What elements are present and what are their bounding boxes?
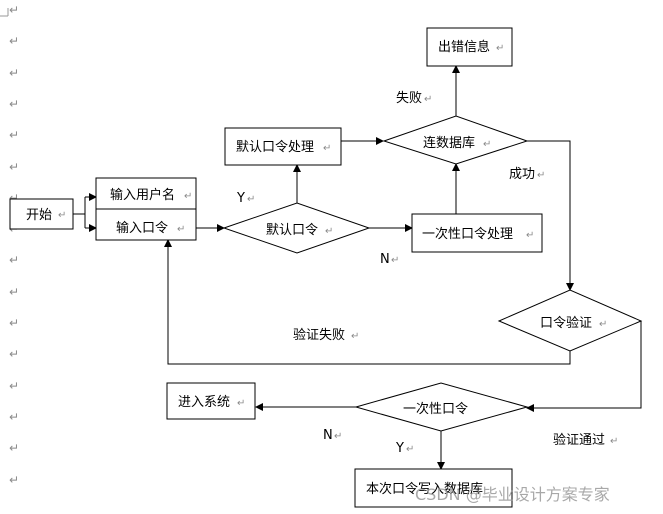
paragraph-mark: ↵ bbox=[325, 226, 333, 237]
enter-system-label: 进入系统 bbox=[178, 395, 230, 410]
paragraph-mark: ↵ bbox=[177, 224, 185, 235]
default-password-decision-label: 默认口令 bbox=[266, 222, 318, 238]
start-node: 开始 ↵ bbox=[9, 198, 74, 230]
watermark: CSDN @毕业设计方案专家 bbox=[415, 485, 610, 504]
error-info-label: 出错信息 bbox=[438, 39, 490, 55]
paragraph-mark: ↵ bbox=[483, 139, 491, 150]
onetime-password-decision-label: 一次性口令 bbox=[403, 401, 468, 417]
yes-onetime-label: Y bbox=[395, 441, 404, 456]
margin-paragraph-mark: ↵ bbox=[9, 441, 19, 455]
fail-label: 失败 bbox=[396, 91, 422, 106]
paragraph-mark: ↵ bbox=[496, 43, 504, 54]
paragraph-marks-column: ↵↵↵↵↵↵↵↵↵↵↵↵↵↵↵↵ bbox=[9, 3, 19, 487]
margin-paragraph-mark: ↵ bbox=[9, 253, 19, 267]
margin-paragraph-mark: ↵ bbox=[9, 410, 19, 424]
paragraph-mark: ↵ bbox=[323, 143, 331, 154]
write-db-label: 本次口令写入数据库 bbox=[366, 481, 483, 497]
paragraph-mark: ↵ bbox=[424, 94, 432, 105]
margin-paragraph-mark: ↵ bbox=[9, 473, 19, 487]
margin-paragraph-mark: ↵ bbox=[9, 347, 19, 361]
verify-failed-label: 验证失败 bbox=[293, 327, 345, 343]
paragraph-mark: ↵ bbox=[237, 398, 245, 409]
success-label: 成功 bbox=[509, 167, 535, 182]
margin-paragraph-mark: ↵ bbox=[9, 97, 19, 111]
start-node-label: 开始 bbox=[26, 208, 52, 223]
margin-paragraph-mark: ↵ bbox=[9, 316, 19, 330]
margin-paragraph-mark: ↵ bbox=[9, 191, 19, 205]
input-password-node: 输入口令 ↵ bbox=[95, 208, 197, 241]
default-password-process-label: 默认口令处理 bbox=[236, 139, 314, 155]
paragraph-mark: ↵ bbox=[58, 210, 66, 221]
yes-default-label: Y bbox=[236, 191, 245, 206]
edge-db-success-to-verify bbox=[527, 140, 574, 291]
verify-passed-label: 验证通过 bbox=[553, 432, 605, 448]
paragraph-mark: ↵ bbox=[391, 255, 399, 266]
paragraph-mark: ↵ bbox=[610, 436, 618, 447]
margin-paragraph-mark: ↵ bbox=[9, 34, 19, 48]
input-password-label: 输入口令 bbox=[116, 220, 168, 236]
margin-paragraph-mark: ↵ bbox=[9, 160, 19, 174]
margin-paragraph-mark: ↵ bbox=[9, 128, 19, 142]
paragraph-mark: ↵ bbox=[406, 444, 414, 455]
db-connect-label: 连数据库 bbox=[423, 135, 475, 151]
db-connect-decision-node: 连数据库 ↵ bbox=[382, 115, 529, 165]
paragraph-mark: ↵ bbox=[334, 431, 342, 442]
paragraph-mark: ↵ bbox=[247, 194, 255, 205]
input-username-node: 输入用户名 ↵ bbox=[95, 177, 197, 210]
no-default-label: N bbox=[380, 252, 390, 267]
margin-paragraph-mark: ↵ bbox=[9, 66, 19, 80]
paragraph-mark: ↵ bbox=[537, 170, 545, 181]
paragraph-mark: ↵ bbox=[526, 230, 534, 241]
default-password-decision-node: 默认口令 ↵ bbox=[222, 202, 371, 254]
password-verify-decision-node: 口令验证 ↵ bbox=[497, 289, 643, 352]
onetime-password-decision-node: 一次性口令 bbox=[354, 382, 529, 432]
edges bbox=[73, 65, 642, 470]
enter-system-node: 进入系统 ↵ bbox=[166, 382, 256, 420]
paragraph-mark: ↵ bbox=[599, 319, 607, 330]
onetime-password-process-label: 一次性口令处理 bbox=[422, 226, 513, 242]
input-username-label: 输入用户名 bbox=[110, 187, 175, 203]
no-onetime-label: N bbox=[323, 428, 333, 443]
paragraph-mark: ↵ bbox=[351, 331, 359, 342]
edge-labels: 失败 ↵ 成功 ↵ Y ↵ N ↵ 验证失败 ↵ 验证通过 ↵ N ↵ Y ↵ bbox=[236, 91, 618, 456]
onetime-password-process-node: 一次性口令处理 ↵ bbox=[411, 213, 543, 253]
margin-paragraph-mark: ↵ bbox=[9, 379, 19, 393]
default-password-process-node: 默认口令处理 ↵ bbox=[224, 127, 342, 166]
edge-verify-passed bbox=[526, 321, 642, 412]
write-db-node: 本次口令写入数据库 bbox=[354, 468, 513, 508]
margin-paragraph-mark: ↵ bbox=[9, 3, 19, 17]
paragraph-mark: ↵ bbox=[184, 191, 192, 202]
password-verify-label: 口令验证 bbox=[540, 315, 592, 331]
edge-verify-failed bbox=[164, 239, 571, 365]
margin-paragraph-mark: ↵ bbox=[9, 285, 19, 299]
error-info-node: 出错信息 ↵ bbox=[426, 27, 513, 67]
